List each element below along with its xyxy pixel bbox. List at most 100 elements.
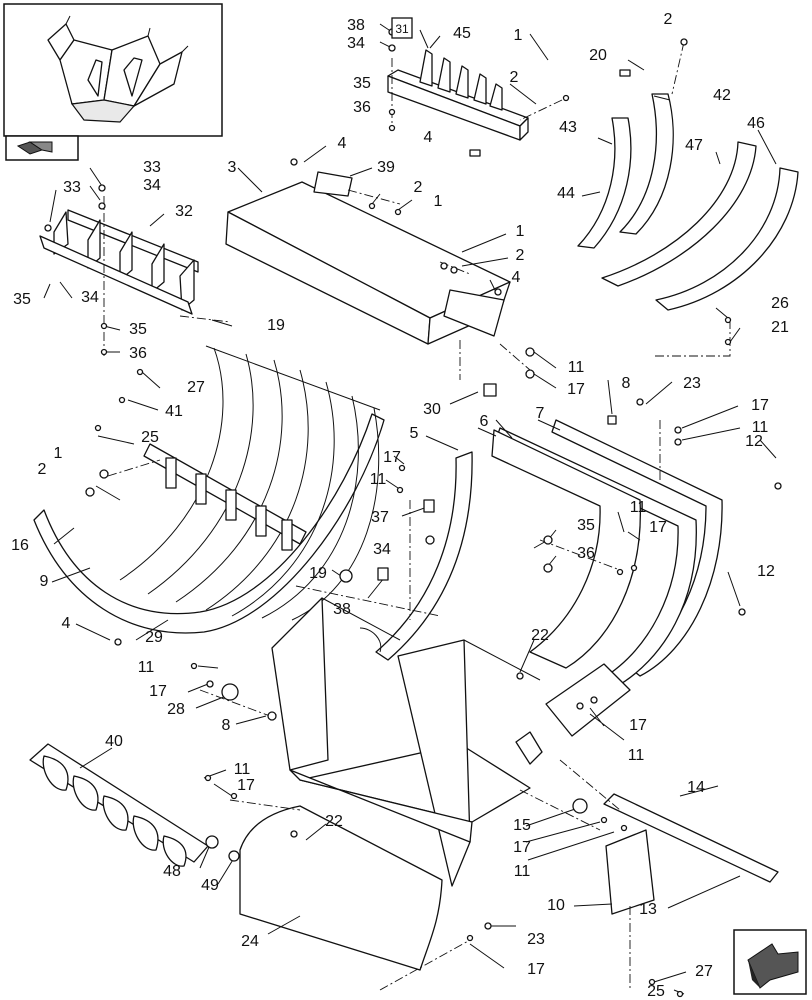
top-cover-plate[interactable] — [225, 171, 511, 345]
part-label: 14 — [687, 779, 705, 796]
part-label: 11 — [370, 471, 387, 488]
wear-strip-47[interactable] — [601, 141, 757, 287]
part-label: 12 — [757, 563, 775, 580]
part-label: 47 — [685, 137, 703, 154]
part-label: 2 — [664, 11, 673, 28]
part-label: 21 — [771, 319, 789, 336]
part-label: 19 — [267, 317, 285, 334]
wear-strip-46[interactable] — [655, 167, 799, 311]
part-label: 39 — [377, 159, 395, 176]
part-label: 17 — [751, 397, 769, 414]
part-label: 4 — [62, 615, 71, 632]
part-label: 11 — [568, 359, 585, 376]
part-label: 3 — [228, 159, 237, 176]
part-label: 25 — [141, 429, 159, 446]
part-label: 5 — [410, 425, 419, 442]
top-bar-bracket[interactable] — [387, 49, 529, 141]
part-label: 29 — [145, 629, 163, 646]
auger-40[interactable] — [29, 743, 209, 867]
part-label: 6 — [480, 413, 489, 430]
part-label: 44 — [557, 185, 575, 202]
part-label: 2 — [38, 461, 47, 478]
part-label: 46 — [747, 115, 765, 132]
part-label: 34 — [347, 35, 365, 52]
part-label: 27 — [695, 963, 713, 980]
part-label: 11 — [630, 499, 647, 516]
part-label: 17 — [237, 777, 255, 794]
part-label: 8 — [222, 717, 231, 734]
part-label: 37 — [371, 509, 389, 526]
part-label: 42 — [713, 87, 731, 104]
part-label: 16 — [11, 537, 29, 554]
part-label: 26 — [771, 295, 789, 312]
part-label: 43 — [559, 119, 577, 136]
part-label: 17 — [649, 519, 667, 536]
part-label: 38 — [347, 17, 365, 34]
wear-strap-42[interactable] — [619, 93, 674, 235]
part-label: 30 — [423, 401, 441, 418]
wear-strap-43[interactable] — [577, 117, 632, 249]
rasp-bar-shaft[interactable] — [143, 443, 307, 551]
part-label: 32 — [175, 203, 193, 220]
part-label: 4 — [512, 269, 521, 286]
part-label: 35 — [13, 291, 31, 308]
part-label: 7 — [536, 405, 545, 422]
part-label: 11 — [234, 761, 251, 778]
shaft-14[interactable] — [603, 793, 779, 883]
part-label: 4 — [424, 129, 433, 146]
part-label: 28 — [167, 701, 185, 718]
part-label: 45 — [453, 25, 471, 42]
part-label: 8 — [622, 375, 631, 392]
auger-trough-frame[interactable] — [271, 597, 541, 887]
part-label: 20 — [589, 47, 607, 64]
assembly-lines — [103, 41, 731, 991]
part-label: 36 — [353, 99, 371, 116]
part-label: 35 — [353, 75, 371, 92]
part-label: 1 — [54, 445, 63, 462]
part-label: 36 — [577, 545, 595, 562]
part-label: 34 — [373, 541, 391, 558]
part-label: 31 — [395, 22, 409, 36]
part-label: 2 — [516, 247, 525, 264]
part-label: 13 — [639, 901, 657, 918]
part-label: 23 — [527, 931, 545, 948]
part-label: 11 — [514, 863, 531, 880]
bracket-32[interactable] — [39, 209, 199, 315]
housing-liner-5[interactable] — [375, 429, 641, 669]
part-label: 49 — [201, 877, 219, 894]
part-label: 35 — [129, 321, 147, 338]
part-label: 35 — [577, 517, 595, 534]
concave-grate[interactable] — [33, 345, 385, 634]
part-label: 38 — [333, 601, 351, 618]
part-label: 33 — [63, 179, 81, 196]
trough-cover-24[interactable] — [239, 805, 443, 971]
previous-page-arrow-icon[interactable] — [733, 929, 807, 995]
part-label: 4 — [338, 135, 347, 152]
part-label: 17 — [513, 839, 531, 856]
part-label: 36 — [129, 345, 147, 362]
part-label: 11 — [628, 747, 645, 764]
part-label: 24 — [241, 933, 259, 950]
part-number-labels: 38 34 31 45 1 2 35 36 4 2 20 42 43 46 47… — [11, 11, 789, 1000]
part-label: 48 — [163, 863, 181, 880]
part-label: 12 — [745, 433, 763, 450]
part-label: 34 — [143, 177, 161, 194]
part-label: 27 — [187, 379, 205, 396]
part-label: 1 — [434, 193, 443, 210]
next-page-icon[interactable] — [5, 135, 79, 161]
inset-thumbnail[interactable] — [3, 3, 223, 137]
pivot-plate[interactable] — [515, 663, 631, 765]
part-label: 23 — [683, 375, 701, 392]
part-label: 33 — [143, 159, 161, 176]
part-label: 10 — [547, 897, 565, 914]
part-label: 11 — [752, 419, 769, 436]
part-label: 25 — [647, 983, 665, 1000]
part-label: 41 — [165, 403, 183, 420]
reference-box-31[interactable] — [391, 17, 413, 39]
part-label: 22 — [325, 813, 343, 830]
part-label: 40 — [105, 733, 123, 750]
part-label: 34 — [81, 289, 99, 306]
part-label: 11 — [138, 659, 155, 676]
plate-10[interactable] — [605, 829, 655, 915]
